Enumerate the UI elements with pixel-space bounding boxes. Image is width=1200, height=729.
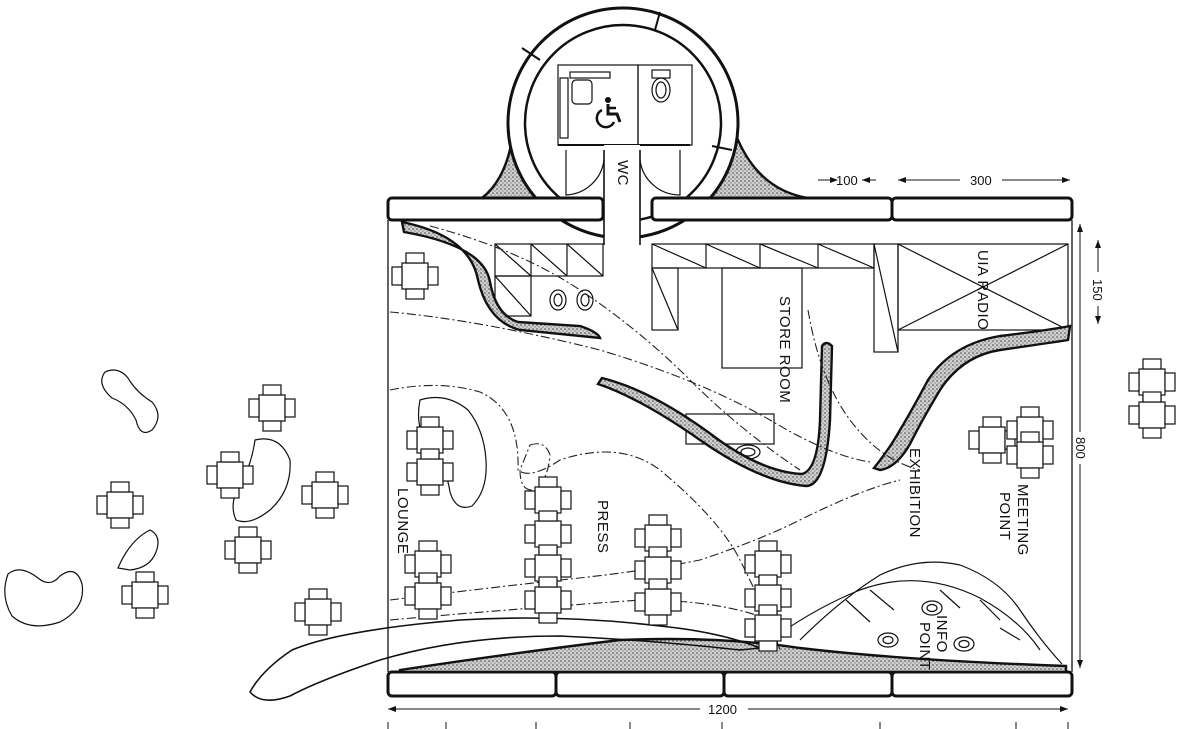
svg-text:1200: 1200 [708,702,737,717]
bottom-wall [386,670,1074,698]
dimension-1200: 1200 [387,702,1069,729]
wc-label: WC [614,160,631,186]
dimension-300: 300 [898,173,1070,188]
storage-shelving [494,243,899,445]
furniture-tables [96,252,1176,652]
dimension-800: 800 [1073,224,1088,668]
top-wall [386,196,1074,222]
lounge-label: LOUNGE [394,488,411,554]
exhibition-label: EXHIBITION [906,448,923,538]
toilet-icon [651,69,671,103]
svg-text:300: 300 [970,173,992,188]
uia-radio-label: UIA RADIO [974,250,991,330]
info-point-label-line2: POINT [916,622,933,670]
press-label: PRESS [594,500,611,553]
curved-wall-left [400,220,602,340]
wheelchair-icon [595,97,622,129]
outdoor-blob-4 [4,569,84,627]
curved-wall-right [871,324,1072,472]
info-point-label-line1: INFO [933,615,950,653]
sinks [549,289,761,460]
uia-radio-booth [897,243,1069,331]
outdoor-blob-1 [101,369,159,433]
curved-wall-bottom [398,637,1068,674]
curved-wall-center [596,341,834,488]
meeting-point-label-line2: POINT [996,492,1013,540]
store-room-label: STORE ROOM [776,296,793,403]
dimension-100: 100 [818,173,876,188]
info-point-counter [759,561,1063,665]
svg-text:150: 150 [1090,279,1105,301]
svg-text:800: 800 [1073,437,1088,459]
outdoor-blob-3 [117,529,159,571]
store-room-unit [721,267,803,369]
accessible-toilet [571,79,593,105]
svg-text:100: 100 [836,173,858,188]
meeting-point-label-line1: MEETING [1014,484,1031,556]
wc-rotunda: WC [478,6,809,245]
dimension-150: 150 [1090,240,1105,324]
